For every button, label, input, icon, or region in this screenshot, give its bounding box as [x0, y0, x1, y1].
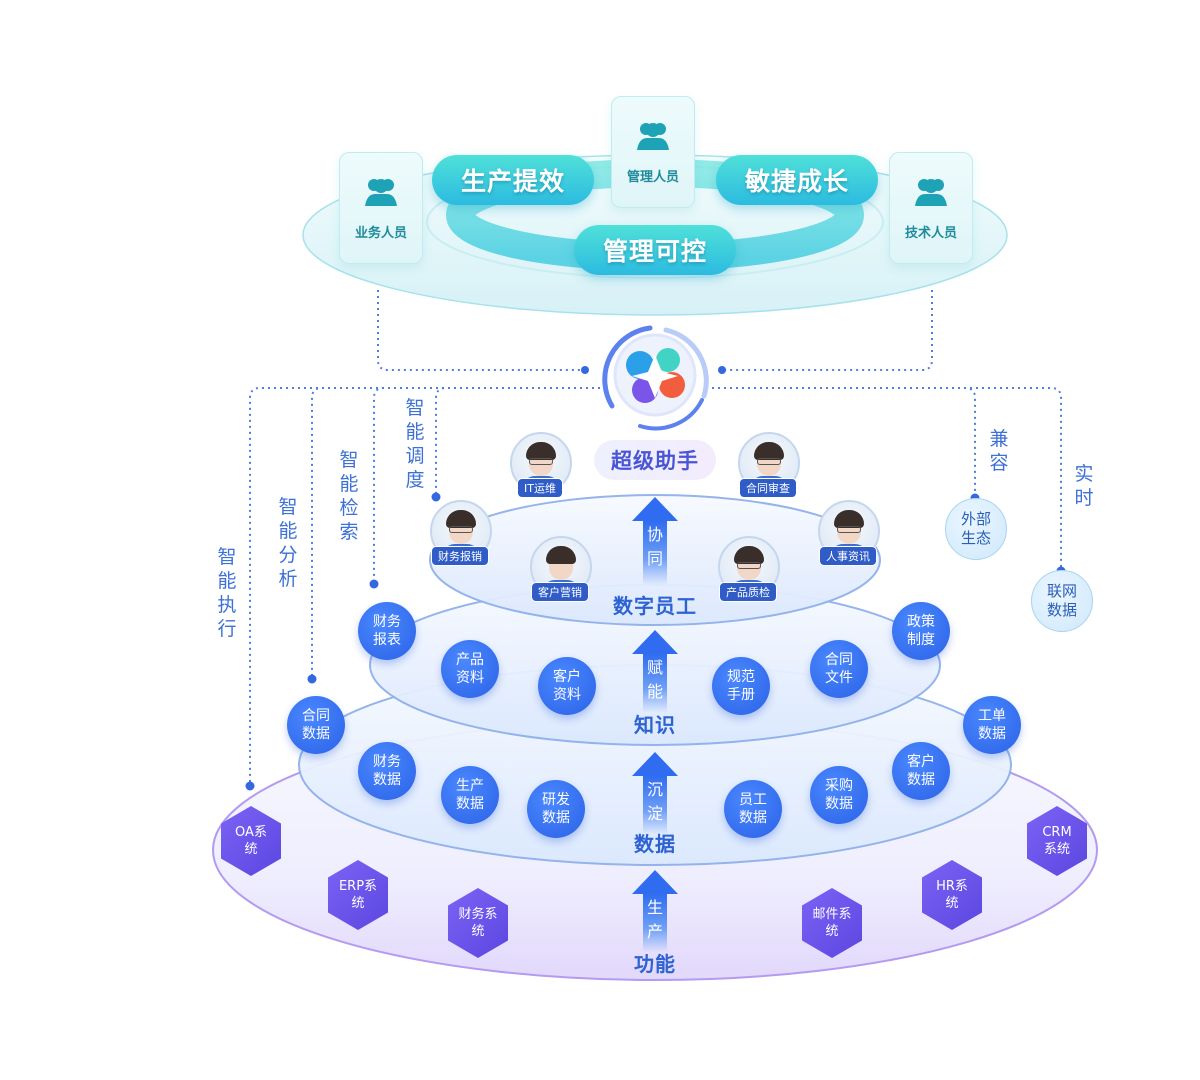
arrow-label: 生产 [647, 898, 664, 941]
data-node[interactable]: 研发数据 [527, 780, 585, 838]
data-node[interactable]: 采购数据 [810, 766, 868, 824]
agent-avatar[interactable]: 人事资讯 [818, 500, 880, 566]
role-label: 管理人员 [626, 169, 679, 185]
agent-tag: IT运维 [517, 478, 563, 498]
system-node[interactable]: 财务系统 [448, 888, 508, 958]
external-ecosystem-node: 外部生态 [945, 498, 1007, 560]
agent-avatar[interactable]: 产品质检 [718, 536, 780, 602]
arrow-produce: 生产 [632, 870, 678, 952]
knowledge-node[interactable]: 财务报表 [358, 602, 416, 660]
role-card-management: 管理人员 [611, 96, 695, 208]
users-icon [365, 178, 397, 206]
system-node[interactable]: ERP系统 [328, 860, 388, 930]
hub-title: 超级助手 [594, 440, 716, 480]
knowledge-node[interactable]: 合同文件 [810, 640, 868, 698]
connector-tech [722, 290, 933, 371]
arrow-accumulate: 沉淀 [632, 752, 678, 834]
connector-analyze [311, 387, 600, 678]
data-node[interactable]: 员工数据 [724, 780, 782, 838]
arrow-collaborate: 协同 [632, 497, 678, 585]
capability-schedule: 智能调度 [405, 397, 425, 491]
agent-avatar[interactable]: 财务报销 [430, 500, 492, 566]
arrow-label: 沉淀 [647, 780, 664, 823]
data-node[interactable]: 客户数据 [892, 742, 950, 800]
agent-avatar[interactable]: IT运维 [510, 432, 572, 498]
agent-avatar[interactable]: 合同审查 [738, 432, 800, 498]
role-label: 业务人员 [354, 225, 407, 241]
role-label: 技术人员 [904, 225, 957, 241]
system-node[interactable]: 邮件系统 [802, 888, 862, 958]
connector-business [377, 290, 585, 371]
capability-execute: 智能执行 [217, 546, 237, 640]
goal-pill-efficiency: 生产提效 [432, 155, 594, 205]
system-node[interactable]: CRM系统 [1027, 806, 1087, 876]
connector-schedule [435, 387, 600, 496]
goal-pill-control: 管理可控 [574, 225, 736, 275]
system-node[interactable]: OA系统 [221, 806, 281, 876]
connector-search [373, 387, 600, 583]
users-icon [637, 122, 669, 150]
system-node[interactable]: HR系统 [922, 860, 982, 930]
super-assistant-logo [602, 325, 709, 431]
role-card-tech: 技术人员 [889, 152, 973, 264]
goal-pill-growth: 敏捷成长 [716, 155, 878, 205]
agent-tag: 合同审查 [739, 478, 797, 498]
capability-search: 智能检索 [339, 449, 359, 543]
capability-compat: 兼容 [989, 428, 1009, 474]
agent-tag: 客户营销 [531, 582, 589, 602]
agent-tag: 产品质检 [719, 582, 777, 602]
capability-analyze: 智能分析 [278, 496, 298, 590]
data-node[interactable]: 工单数据 [963, 696, 1021, 754]
knowledge-node[interactable]: 客户资料 [538, 657, 596, 715]
layer-title-employees: 数字员工 [613, 594, 697, 618]
layer-title-knowledge: 知识 [634, 713, 676, 737]
connector-execute [249, 387, 600, 785]
arrow-label: 赋能 [647, 658, 664, 701]
arrow-empower: 赋能 [632, 630, 678, 712]
layer-title-data: 数据 [634, 832, 676, 856]
layer-title-function: 功能 [634, 952, 676, 976]
data-node[interactable]: 生产数据 [441, 766, 499, 824]
data-node[interactable]: 合同数据 [287, 696, 345, 754]
users-icon [915, 178, 947, 206]
knowledge-node[interactable]: 规范手册 [712, 657, 770, 715]
connector-realtime [712, 387, 1062, 570]
knowledge-node[interactable]: 产品资料 [441, 640, 499, 698]
agent-tag: 人事资讯 [819, 546, 877, 566]
capability-realtime: 实时 [1074, 463, 1094, 509]
role-card-business: 业务人员 [339, 152, 423, 264]
agent-avatar[interactable]: 客户营销 [530, 536, 592, 602]
online-data-node: 联网数据 [1031, 570, 1093, 632]
data-node[interactable]: 财务数据 [358, 742, 416, 800]
agent-tag: 财务报销 [431, 546, 489, 566]
arrow-label: 协同 [647, 525, 664, 568]
knowledge-node[interactable]: 政策制度 [892, 602, 950, 660]
